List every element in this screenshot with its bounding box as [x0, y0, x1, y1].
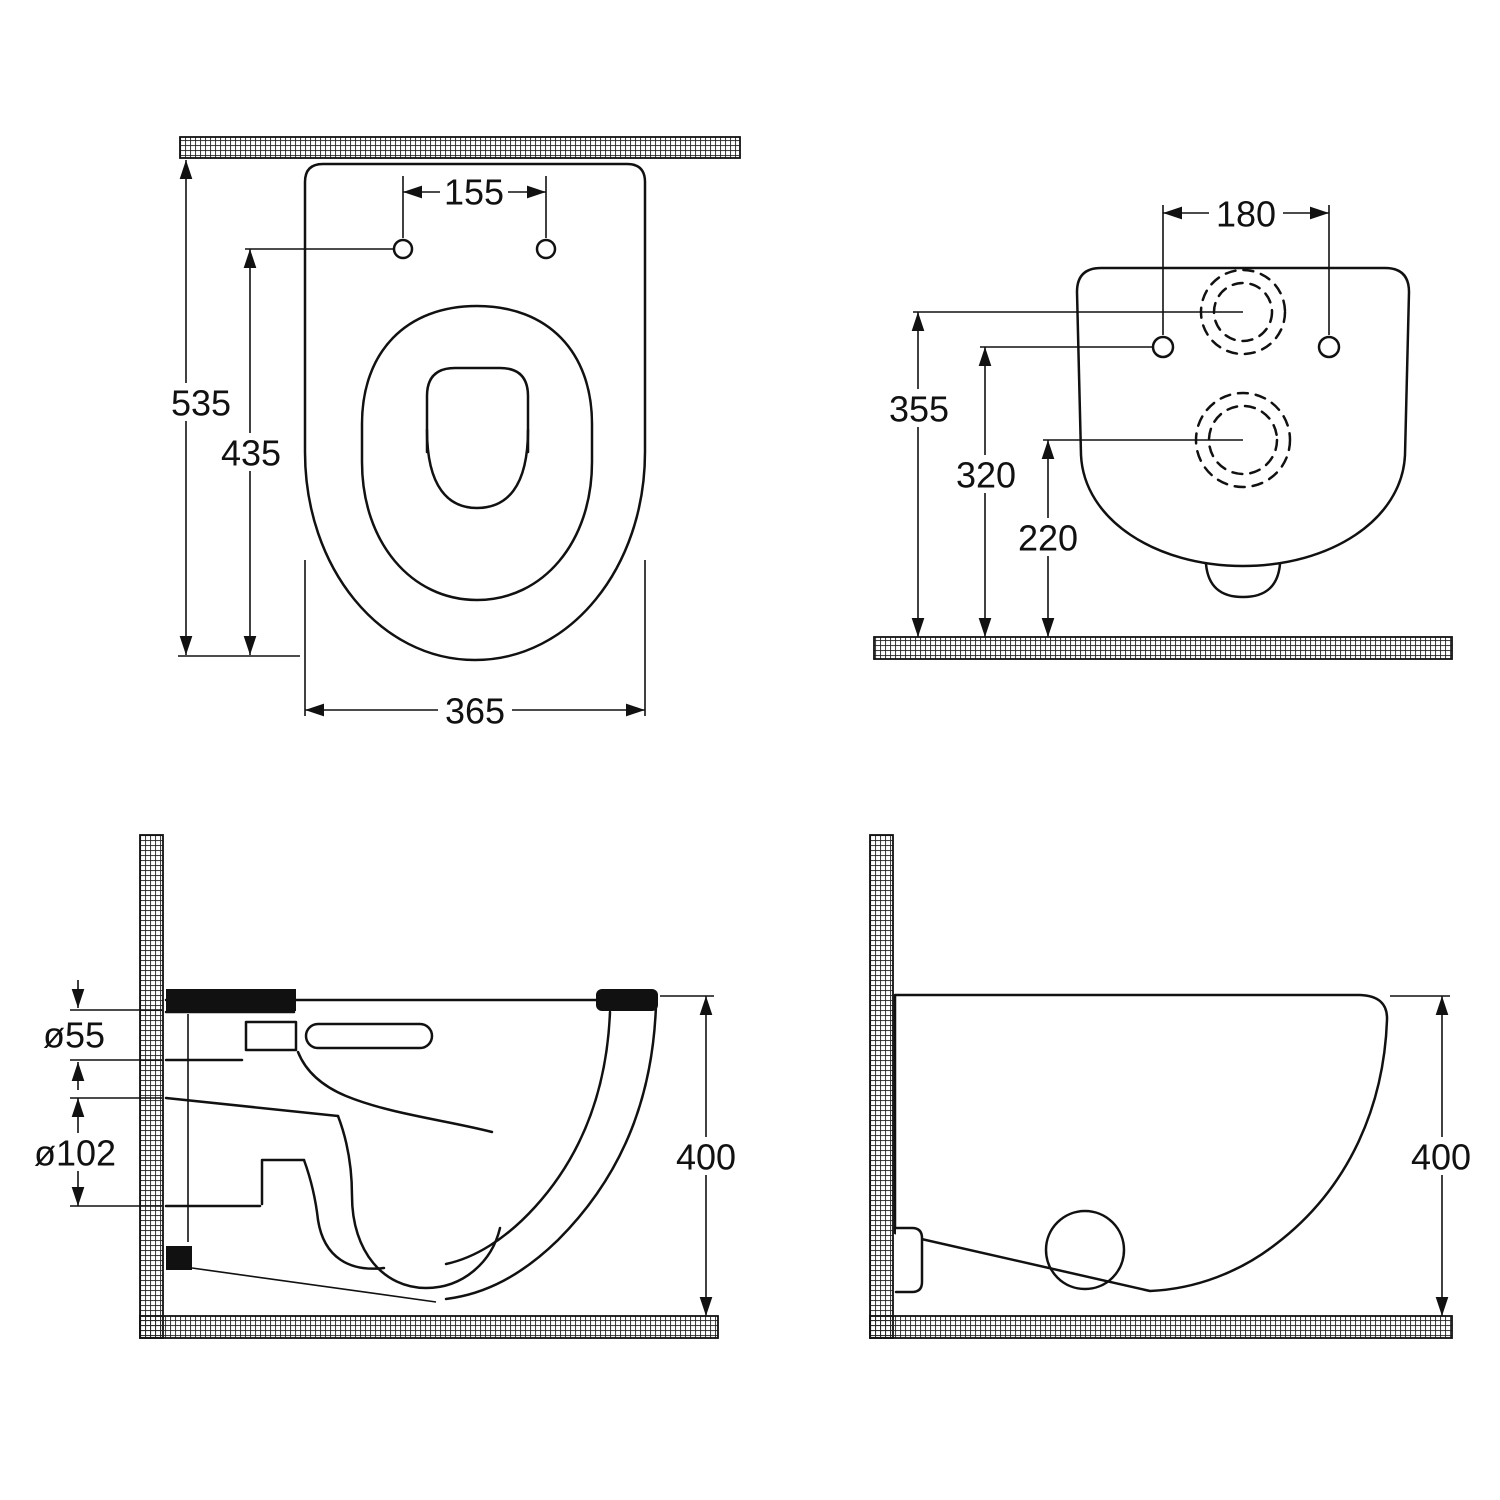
dim-label-435: 435 — [221, 433, 281, 474]
dim-inlet-diameter-55: ø55 — [34, 980, 162, 1090]
dim-label-320: 320 — [956, 455, 1016, 496]
section-inlet-connector — [244, 1020, 298, 1052]
dim-label-400-left: 400 — [676, 1137, 736, 1178]
dim-side-height-400: 400 — [1390, 995, 1480, 1316]
dim-label-355: 355 — [889, 389, 949, 430]
section-outer-front — [444, 1003, 658, 1301]
section-wall-hatch — [139, 834, 164, 1339]
side-trap-circle — [1044, 1209, 1126, 1291]
outlet-circle-inner — [1207, 404, 1279, 476]
inner-rim-outline — [425, 366, 530, 454]
label-mask — [28, 1133, 124, 1171]
dim-label-o102: ø102 — [34, 1133, 116, 1174]
dim-label-180: 180 — [1216, 194, 1276, 235]
plan-view: 155 535 435 365 — [164, 136, 741, 732]
section-floor-hatch — [139, 1315, 719, 1339]
seat-opening-outline — [360, 304, 594, 602]
rear-bolt-hole-left — [1151, 335, 1175, 359]
label-mask — [1402, 1137, 1480, 1175]
dim-outlet-diameter-102: ø102 — [28, 1097, 162, 1207]
label-mask — [440, 173, 508, 211]
label-mask — [668, 1137, 744, 1175]
rear-outlet-bump — [1204, 562, 1282, 599]
dim-bolt-height-320: 320 — [948, 346, 1152, 637]
label-mask — [164, 383, 238, 421]
section-trap-inner — [302, 1158, 386, 1270]
section-trap-outer — [336, 1114, 502, 1290]
dim-width-365: 365 — [304, 560, 646, 732]
toilet-side-outline — [893, 993, 1389, 1293]
plan-wall-hatch — [179, 136, 741, 159]
dim-rear-bolt-spacing-180: 180 — [1162, 194, 1330, 335]
side-floor-hatch — [869, 1315, 1453, 1339]
label-mask — [948, 455, 1024, 493]
label-mask — [1010, 518, 1086, 556]
bowl-water-outline — [425, 428, 530, 510]
dim-section-height-400: 400 — [660, 995, 744, 1316]
dim-label-155: 155 — [444, 172, 504, 213]
side-view: 400 — [869, 834, 1480, 1339]
dim-outlet-height-220: 220 — [1010, 439, 1243, 637]
section-front-rim-block — [596, 989, 658, 1011]
dim-inlet-height-355: 355 — [881, 311, 1243, 637]
label-mask — [34, 1016, 116, 1054]
section-bottom-line — [191, 1267, 437, 1303]
section-view: ø55 ø102 400 — [28, 834, 744, 1339]
label-mask — [438, 691, 512, 729]
dim-label-220: 220 — [1018, 518, 1078, 559]
label-mask — [1209, 194, 1283, 232]
section-outlet-step — [260, 1158, 306, 1206]
label-mask — [881, 389, 957, 427]
section-outlet-pipe-top — [164, 1096, 340, 1118]
rear-bolt-hole-right — [1317, 335, 1341, 359]
dim-label-535: 535 — [171, 383, 231, 424]
side-wall-hatch — [869, 834, 894, 1339]
section-flush-channel — [304, 1022, 434, 1050]
dim-label-365: 365 — [445, 691, 505, 732]
dim-bolt-spacing-155: 155 — [402, 172, 547, 238]
toilet-rear-outline — [1075, 266, 1411, 568]
side-outlet-shape — [894, 1226, 924, 1294]
rear-view: 180 355 320 220 — [873, 194, 1453, 660]
section-rear-block — [166, 989, 296, 1011]
label-mask — [214, 433, 288, 471]
section-inner-front — [444, 1010, 612, 1266]
section-inner-rear — [296, 1050, 494, 1134]
dim-total-depth-535: 535 — [164, 160, 300, 657]
toilet-outer-outline — [303, 162, 647, 662]
dim-label-o55: ø55 — [43, 1015, 105, 1056]
dim-bolt-to-front-435: 435 — [214, 248, 394, 655]
dim-label-400-right: 400 — [1411, 1137, 1471, 1178]
bolt-hole-right — [535, 238, 557, 260]
rear-floor-hatch — [873, 636, 1453, 660]
section-wall-anchor-block — [166, 1246, 192, 1270]
